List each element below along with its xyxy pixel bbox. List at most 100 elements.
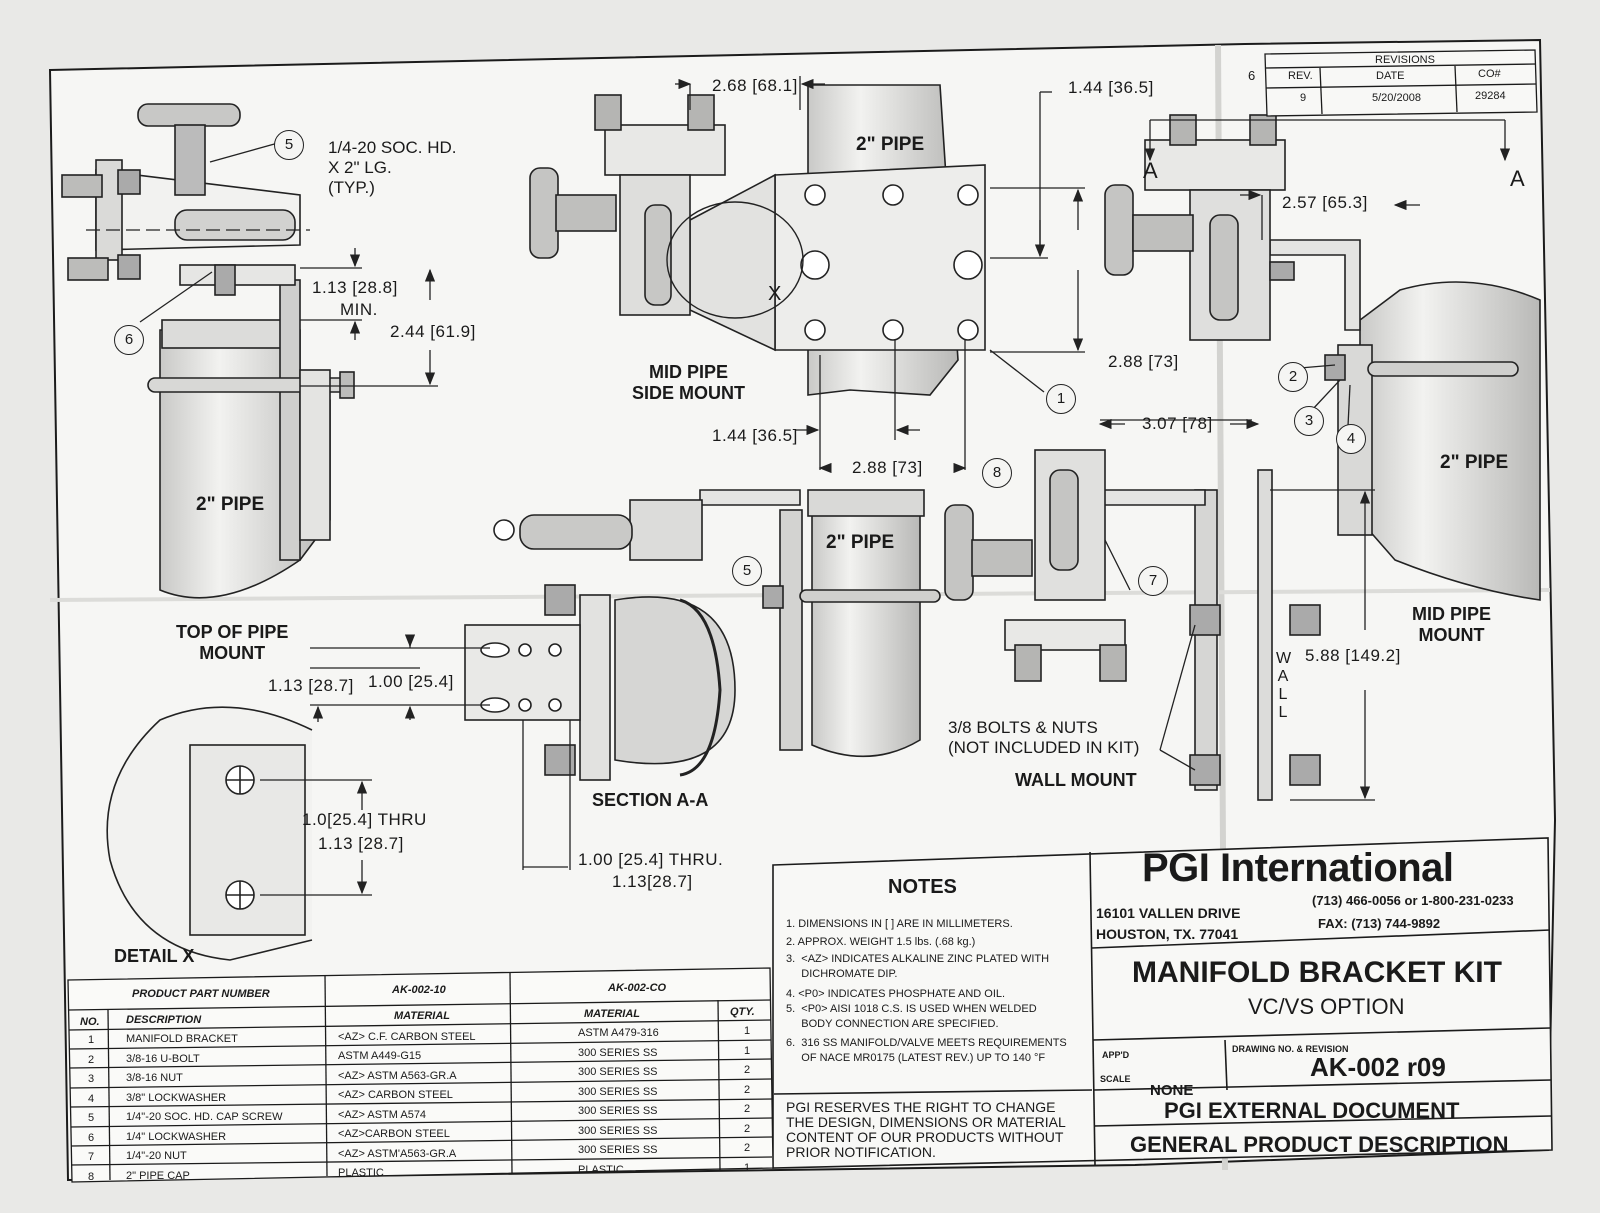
bom-cell-no: 8 bbox=[88, 1170, 95, 1183]
view-wall-mount: WALL MOUNT bbox=[1015, 770, 1137, 790]
section-a-left: A bbox=[1143, 158, 1158, 183]
bom-cell-material-b: 300 SERIES SS bbox=[578, 1124, 658, 1137]
pipe-label-right: 2" PIPE bbox=[1440, 452, 1509, 473]
balloon-8: 8 bbox=[982, 458, 1012, 488]
doc-type-2: GENERAL PRODUCT DESCRIPTION bbox=[1130, 1132, 1509, 1157]
note-6: 6. 316 SS MANIFOLD/VALVE MEETS REQUIREME… bbox=[786, 1037, 1067, 1064]
bom-cell-qty: 2 bbox=[744, 1083, 751, 1096]
view-top-of-pipe-mount: TOP OF PIPE MOUNT bbox=[176, 622, 289, 663]
scale-value: NONE bbox=[1150, 1082, 1194, 1099]
bom-cell-material-b: ASTM A479-316 bbox=[578, 1027, 659, 1040]
detail-x-view bbox=[106, 706, 313, 961]
view-mid-pipe-side-mount: MID PIPE SIDE MOUNT bbox=[632, 362, 746, 403]
bom-cell-material-b: 300 SERIES SS bbox=[578, 1066, 658, 1079]
view-mid-pipe-mount: MID PIPE MOUNT bbox=[1412, 604, 1492, 645]
pipe-label-center: 2" PIPE bbox=[826, 532, 895, 553]
bom-cell-no: 4 bbox=[88, 1092, 95, 1105]
bom-cell-qty: 2 bbox=[744, 1122, 751, 1135]
bom-cell-material-a: ASTM A449-G15 bbox=[338, 1050, 422, 1063]
balloon-6: 6 bbox=[114, 325, 144, 355]
bolts-note: 3/8 BOLTS & NUTS (NOT INCLUDED IN KIT) bbox=[948, 718, 1140, 757]
view-detail-x: DETAIL X bbox=[114, 946, 195, 966]
bom-cell-no: 5 bbox=[88, 1112, 95, 1124]
bom-cell-material-b: 300 SERIES SS bbox=[578, 1046, 658, 1059]
center-assembly-view bbox=[493, 489, 941, 758]
balloon-4: 4 bbox=[1336, 424, 1366, 454]
bom-cell-qty: 1 bbox=[744, 1025, 751, 1038]
bom-product-part-number-label: PRODUCT PART NUMBER bbox=[132, 988, 270, 1000]
screw-note: 1/4-20 SOC. HD. X 2" LG. (TYP.) bbox=[328, 138, 457, 197]
wall-mount-view bbox=[944, 449, 1321, 801]
bom-cell-qty: 1 bbox=[744, 1044, 751, 1057]
bom-cell-description: 3/8-16 NUT bbox=[126, 1072, 183, 1085]
bom-cell-material-a: <AZ> ASTM'A563-GR.A bbox=[338, 1147, 457, 1160]
dim-1-00-25-4-a: 1.00 [25.4] bbox=[368, 672, 454, 691]
bom-cell-qty: 1 bbox=[744, 1161, 751, 1174]
appd-label: APP'D bbox=[1102, 1050, 1130, 1060]
bom-cell-material-b: 300 SERIES SS bbox=[578, 1144, 658, 1157]
dim-5-88-149-2: 5.88 [149.2] bbox=[1305, 646, 1401, 665]
drawing-number-label: DRAWING NO. & REVISION bbox=[1232, 1044, 1349, 1054]
bom-cell-material-a: <AZ> C.F. CARBON STEEL bbox=[338, 1030, 476, 1043]
note-3: 3. <AZ> INDICATES ALKALINE ZINC PLATED W… bbox=[786, 953, 1050, 980]
rev-header: REV. bbox=[1288, 70, 1313, 82]
bom-cell-qty: 2 bbox=[744, 1103, 751, 1116]
wall-label: WALL bbox=[1276, 650, 1292, 721]
mid-pipe-side-mount-view bbox=[529, 84, 986, 396]
bom-cell-description: 1/4"-20 NUT bbox=[126, 1150, 187, 1163]
note-4: 4. <P0> INDICATES PHOSPHATE AND OIL. bbox=[786, 988, 1006, 1000]
co-value: 29284 bbox=[1475, 90, 1506, 102]
bom-cell-description: 1/4"-20 SOC. HD. CAP SCREW bbox=[126, 1111, 283, 1124]
disclaimer: PGI RESERVES THE RIGHT TO CHANGE THE DES… bbox=[786, 1099, 1066, 1160]
dim-1-13-28-8: 1.13 [28.8] bbox=[312, 278, 398, 297]
bom-cell-no: 2 bbox=[88, 1053, 95, 1066]
notes-title: NOTES bbox=[888, 876, 957, 898]
dim-1-44-36-5-top: 1.44 [36.5] bbox=[1068, 78, 1154, 97]
note-1: 1. DIMENSIONS IN [ ] ARE IN MILLIMETERS. bbox=[786, 918, 1013, 930]
note-2: 2. APPROX. WEIGHT 1.5 lbs. (.68 kg.) bbox=[786, 936, 976, 948]
bom-cell-no: 6 bbox=[88, 1131, 95, 1144]
dim-1-13-28-7-c: 1.13[28.7] bbox=[612, 872, 693, 891]
revisions-frame bbox=[1264, 49, 1538, 117]
balloon-3: 3 bbox=[1294, 406, 1324, 436]
dim-1-13-28-7-a: 1.13 [28.7] bbox=[268, 676, 354, 695]
scale-label: SCALE bbox=[1100, 1074, 1131, 1084]
bom-cell-material-a: PLASTIC bbox=[338, 1167, 384, 1180]
pipe-label-top-left: 2" PIPE bbox=[196, 494, 265, 515]
bom-frame bbox=[67, 967, 774, 1183]
doc-type-1: PGI EXTERNAL DOCUMENT bbox=[1164, 1098, 1460, 1123]
bom-cell-material-a: <AZ> ASTM A574 bbox=[338, 1108, 427, 1121]
bom-cell-qty: 2 bbox=[744, 1142, 751, 1155]
bom-cell-no: 3 bbox=[88, 1073, 95, 1085]
bom-cell-material-b: PLASTIC bbox=[578, 1163, 624, 1176]
bom-header-description: DESCRIPTION bbox=[126, 1014, 202, 1026]
bom-cell-material-a: <AZ> CARBON STEEL bbox=[338, 1089, 453, 1102]
sheet-mark: 6 bbox=[1248, 68, 1256, 83]
phone: (713) 466-0056 or 1-800-231-0233 bbox=[1312, 893, 1514, 908]
address-line-2: HOUSTON, TX. 77041 bbox=[1096, 926, 1239, 942]
address-line-1: 16101 VALLEN DRIVE bbox=[1096, 905, 1241, 921]
revisions-title: REVISIONS bbox=[1375, 54, 1435, 66]
bom-cell-material-a: <AZ>CARBON STEEL bbox=[338, 1128, 450, 1141]
bom-header-no: NO. bbox=[80, 1016, 100, 1028]
detail-x-mark: X bbox=[768, 283, 782, 305]
company-name: PGI International bbox=[1142, 846, 1454, 890]
bom-part-b: AK-002-CO bbox=[608, 982, 667, 994]
bom-header-material-a: MATERIAL bbox=[394, 1010, 451, 1022]
dim-3-07-78: 3.07 [78] bbox=[1142, 414, 1213, 433]
dim-1-13-28-7-b: 1.13 [28.7] bbox=[318, 834, 404, 853]
bom-cell-description: 1/4" LOCKWASHER bbox=[126, 1130, 227, 1143]
balloon-2: 2 bbox=[1278, 362, 1308, 392]
fax: FAX: (713) 744-9892 bbox=[1318, 916, 1441, 931]
dim-1-44-36-5-bottom: 1.44 [36.5] bbox=[712, 426, 798, 445]
bom-header-qty: QTY. bbox=[730, 1006, 755, 1018]
balloon-7: 7 bbox=[1138, 566, 1168, 596]
note-5: 5. <P0> AISI 1018 C.S. IS USED WHEN WELD… bbox=[786, 1003, 1037, 1030]
product-option: VC/VS OPTION bbox=[1248, 994, 1405, 1019]
title-block-frame bbox=[772, 837, 1553, 1169]
drawing-number: AK-002 r09 bbox=[1310, 1052, 1446, 1082]
bom-cell-description: 3/8-16 U-BOLT bbox=[126, 1052, 200, 1065]
dim-2-68-68-1: 2.68 [68.1] bbox=[712, 76, 798, 95]
